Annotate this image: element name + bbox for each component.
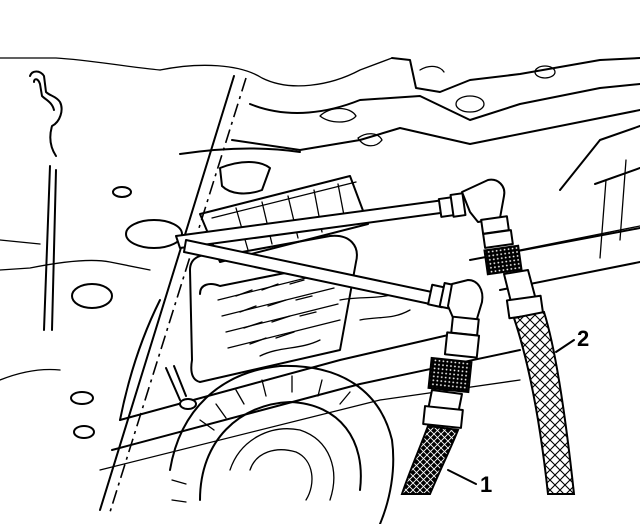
hose-2	[480, 215, 576, 495]
callout-1-label: 1	[480, 472, 492, 497]
upper-metal-line	[175, 178, 506, 249]
hose-1	[400, 315, 481, 495]
callout-2-label: 2	[577, 326, 589, 351]
tire	[169, 364, 395, 524]
lower-metal-line	[183, 239, 484, 323]
body-plugs	[70, 186, 183, 439]
mounting-bolt	[165, 365, 197, 410]
callout-2: 2	[555, 326, 589, 353]
callout-1: 1	[447, 469, 492, 497]
